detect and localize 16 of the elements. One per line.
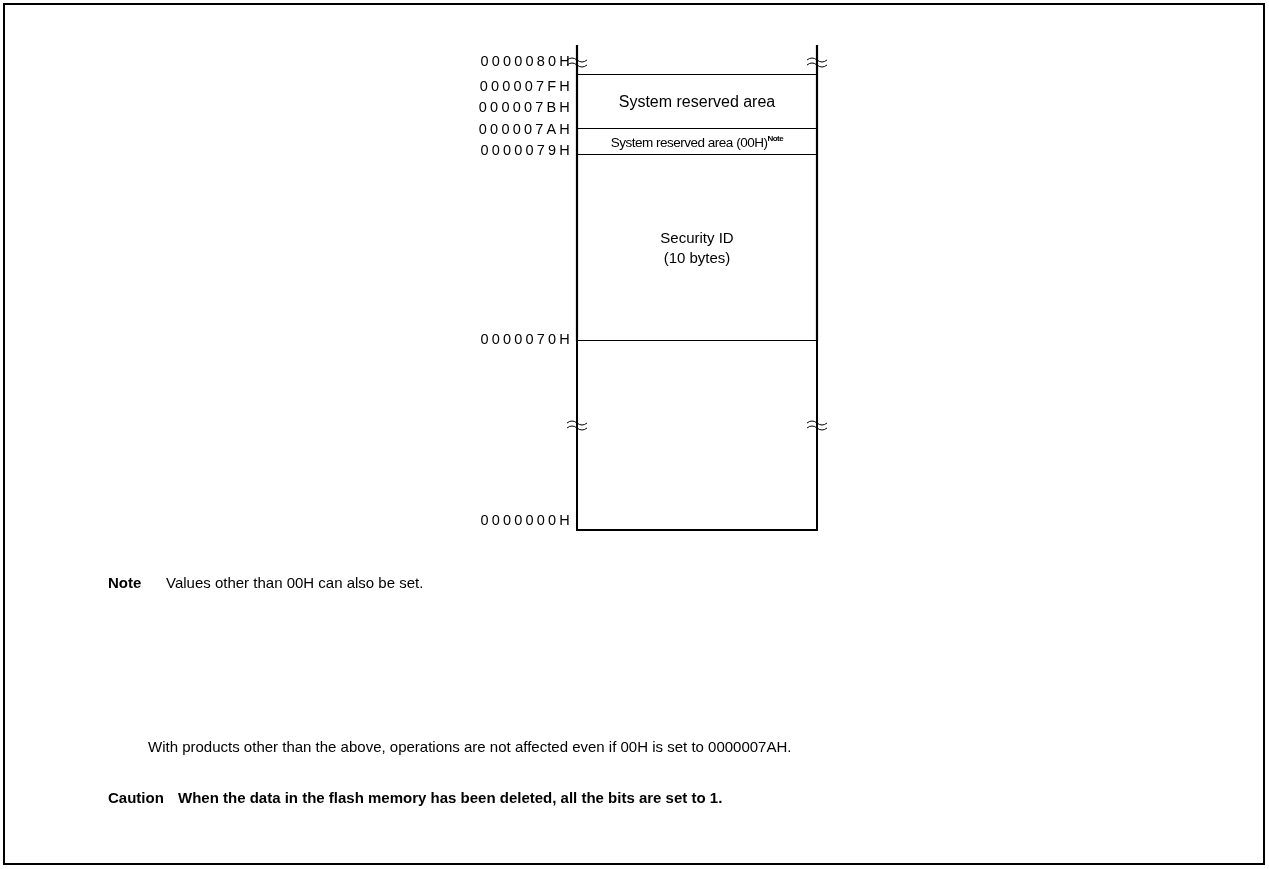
region-label: System reserved area	[618, 92, 776, 111]
region-label: System reserved area (00H)$^{Note}$	[610, 133, 784, 150]
address-label: 000007BH	[478, 99, 573, 115]
address-label: 0000070H	[480, 331, 573, 347]
address-label: 0000080H	[480, 53, 573, 69]
caution-text: When the data in the flash memory has been deleted, all the bits are set to 1.	[178, 789, 723, 806]
address-label: 0000000H	[480, 512, 573, 528]
region-label: Security ID (10 bytes)	[659, 227, 735, 268]
caution-label: Caution	[108, 789, 164, 806]
note-text: Values other than 00H can also be set.	[166, 574, 424, 591]
empty-memory-region	[576, 340, 818, 531]
address-label: 000007FH	[479, 78, 573, 94]
note-text: With products other than the above, operations are not affected even if 00H is set to 0000007AH.	[148, 738, 792, 755]
address-label: 000007AH	[478, 121, 573, 137]
note-label: Note	[108, 574, 142, 591]
address-label: 0000079H	[480, 142, 573, 158]
